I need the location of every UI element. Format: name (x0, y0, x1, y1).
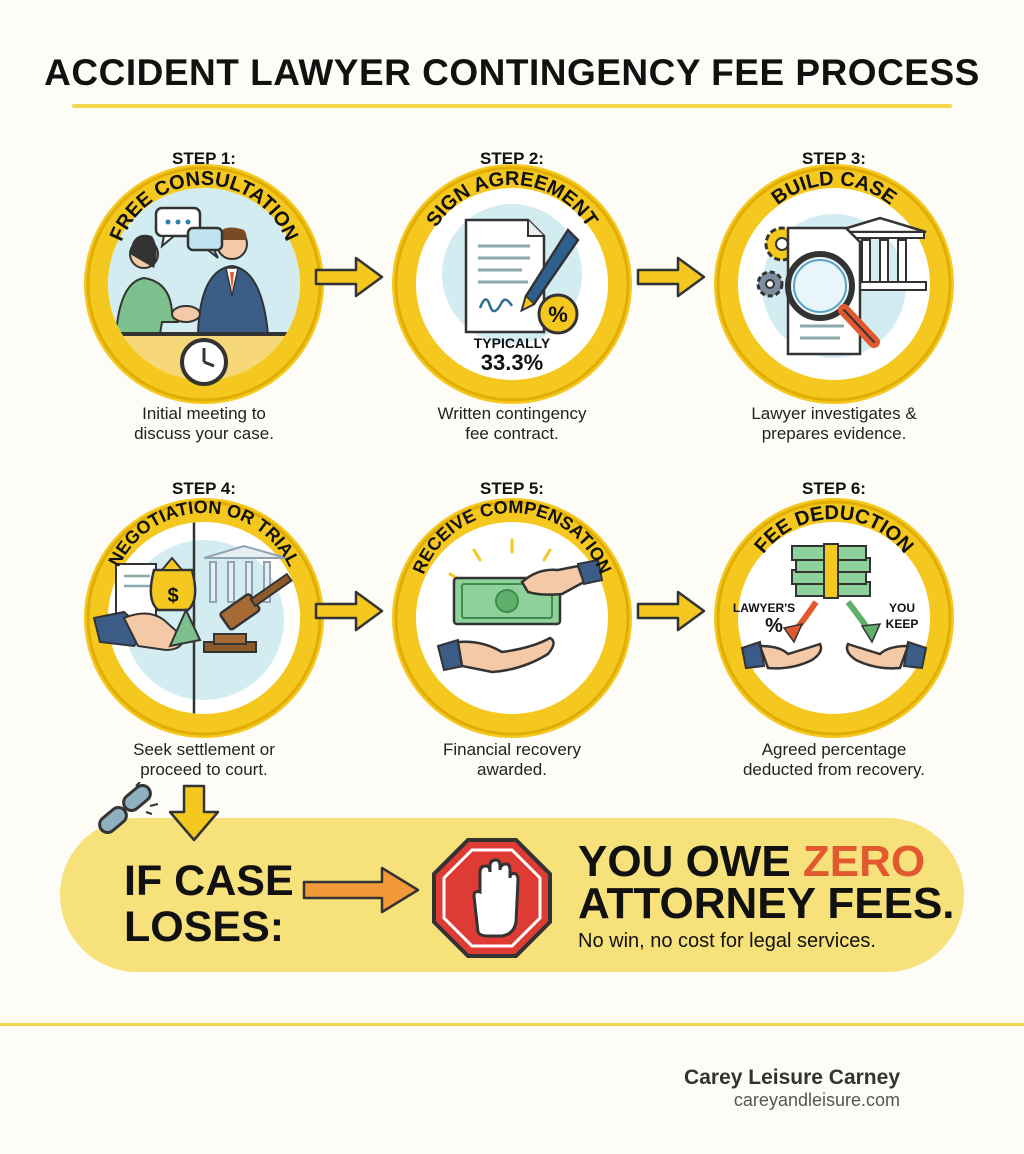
lawyers-share-percent: % (765, 615, 783, 637)
step-5-number: STEP 5: (480, 479, 544, 498)
step-2-card: % TYPICALLY 33.3% STEP 2: SIGN AGREEMENT… (362, 136, 662, 456)
people-meeting-icon (114, 227, 270, 335)
magnifier-icon (785, 251, 880, 348)
you-owe-zero-heading: YOU OWE ZERO (578, 837, 926, 886)
gavel-icon (203, 572, 293, 653)
typical-fee-value: 33.3% (481, 350, 543, 375)
contract-icon (464, 218, 546, 334)
client-hand-icon (845, 640, 928, 670)
svg-text:$: $ (167, 585, 178, 607)
no-win-no-cost-note: No win, no cost for legal services. (578, 930, 876, 952)
footer-divider (0, 1023, 1024, 1026)
handshake-icon (92, 607, 202, 652)
step-2-number: STEP 2: (480, 149, 544, 168)
you-keep-label-1: YOU (889, 601, 915, 615)
you-keep-label-2: KEEP (886, 617, 919, 631)
percent-icon: % (537, 293, 579, 335)
step-3-badge: STEP 3: BUILD CASE (714, 149, 954, 404)
step-1-card: STEP 1: FREE CONSULTATION Initial meetin… (54, 136, 354, 456)
step-4-badge: $ STEP 4: NEGOTIATION OR TRIAL (84, 479, 324, 738)
arrow-step2-to-step3 (636, 256, 706, 298)
open-hand-icon (436, 636, 555, 674)
page-title: ACCIDENT LAWYER CONTINGENCY FEE PROCESS (44, 52, 980, 93)
zero-word: ZERO (802, 837, 926, 886)
pen-icon (520, 228, 580, 313)
arrow-to-stop-sign (302, 866, 420, 914)
broken-chain-icon (98, 782, 159, 834)
step-2-badge: % TYPICALLY 33.3% STEP 2: SIGN AGREEMENT (392, 149, 632, 404)
step-6-caption: Agreed percentage deducted from recovery… (742, 740, 926, 779)
arrow-step5-to-step6 (636, 590, 706, 632)
step-3-number: STEP 3: (802, 149, 866, 168)
money-stack-icon (791, 543, 871, 599)
step-1-caption: Initial meeting to discuss your case. (134, 404, 274, 443)
step-6-card: LAWYER'S % YOU KEEP STEP 6: FEE DEDUCTIO… (684, 470, 984, 790)
step-3-card: STEP 3: BUILD CASE Lawyer investigates &… (684, 136, 984, 456)
step-4-caption: Seek settlement or proceed to court. (133, 740, 275, 779)
step-1-badge: STEP 1: FREE CONSULTATION (84, 149, 324, 404)
clock-icon (180, 338, 228, 386)
stop-hand-icon (472, 858, 520, 938)
chat-bubbles-icon (154, 206, 224, 259)
step-2-caption: Written contingency fee contract. (437, 404, 587, 443)
step-6-number: STEP 6: (802, 479, 866, 498)
svg-text:%: % (548, 302, 568, 327)
step-5-card: STEP 5: RECEIVE COMPENSATION Financial r… (362, 470, 662, 790)
step-5-caption: Financial recovery awarded. (443, 740, 581, 779)
step-3-caption: Lawyer investigates & prepares evidence. (751, 404, 917, 443)
lawyers-share-label: LAWYER'S (733, 601, 795, 615)
title-underline (72, 104, 952, 108)
typical-fee-label: TYPICALLY (474, 335, 551, 351)
stop-sign-icon (432, 838, 552, 958)
brand-url: careyandleisure.com (733, 1090, 900, 1110)
arrow-step1-to-step2 (314, 256, 384, 298)
lawyer-hand-icon (740, 640, 823, 670)
step-6-badge: LAWYER'S % YOU KEEP STEP 6: FEE DEDUCTIO… (714, 479, 954, 738)
attorney-fees-heading: ATTORNEY FEES. (578, 879, 955, 928)
arrow-step4-to-step5 (314, 590, 384, 632)
case-loses-label: IF CASE LOSES: (124, 857, 294, 951)
split-arrows-icon (782, 600, 882, 644)
money-bag-icon: $ (115, 556, 197, 617)
brand-name: Carey Leisure Carney (684, 1066, 900, 1089)
step-4-number: STEP 4: (172, 479, 236, 498)
down-arrow-icon (168, 784, 220, 842)
step-5-badge: STEP 5: RECEIVE COMPENSATION (392, 479, 632, 738)
step-4-card: $ STEP 4: NEGOTIATION OR TRIAL Se (54, 470, 354, 790)
step-1-number: STEP 1: (172, 149, 236, 168)
